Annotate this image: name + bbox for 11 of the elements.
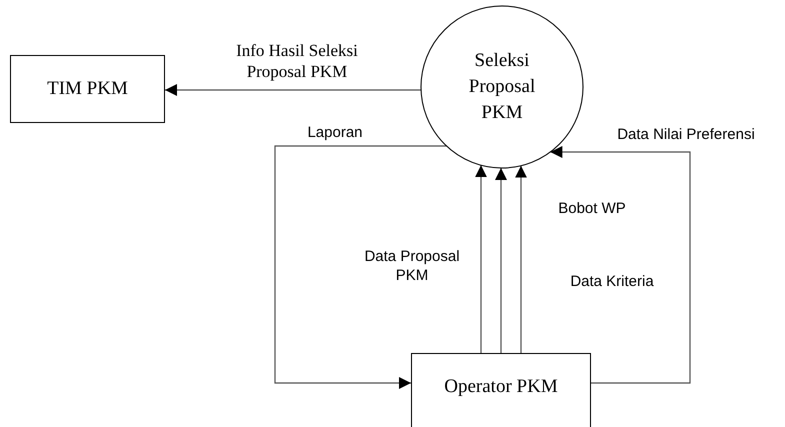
arrow [550,146,691,384]
arrow [495,168,507,353]
arrow [274,145,446,389]
arrow [165,84,422,96]
node-label: Seleksi Proposal PKM [468,49,536,125]
arrow [515,166,527,353]
node-label: TIM PKM [47,77,128,101]
node-label: Operator PKM [444,375,558,399]
entity-box [411,353,591,427]
arrow [475,165,487,353]
entity-box [10,55,165,123]
